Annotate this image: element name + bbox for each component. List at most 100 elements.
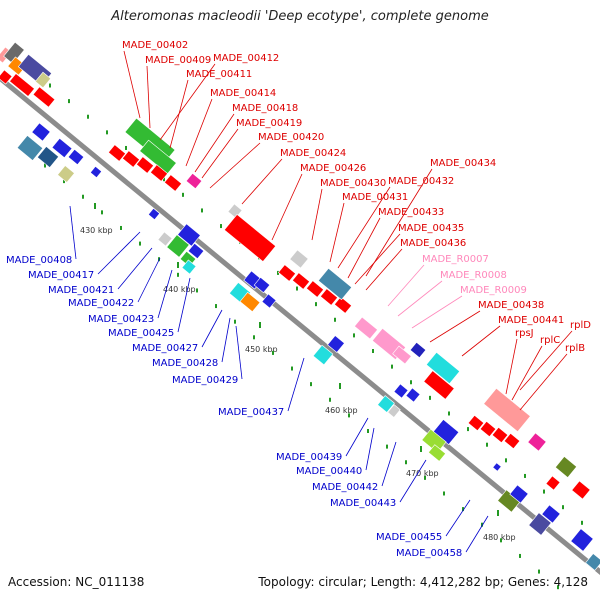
gene-feature (570, 528, 594, 552)
gene-label-made_r0007: MADE_R0007 (422, 254, 489, 265)
gene-label-made_00433: MADE_00433 (378, 207, 444, 218)
track-tick (68, 99, 70, 104)
track-tick (139, 241, 141, 246)
leader-line (241, 158, 283, 205)
track-tick (182, 192, 184, 197)
leader-line (411, 295, 463, 329)
gene-feature (585, 553, 600, 571)
gene-feature (479, 420, 497, 438)
gene-feature (261, 293, 277, 309)
gene-feature (239, 291, 261, 313)
gene-feature (409, 341, 427, 359)
gene-feature (312, 344, 334, 366)
leader-line (365, 248, 403, 291)
kbp-tick (339, 383, 341, 389)
kbp-tick (497, 510, 499, 516)
gene-label-made_00408: MADE_00408 (6, 255, 72, 266)
leader-line (345, 417, 369, 457)
track-tick (524, 473, 526, 478)
gene-feature (421, 428, 447, 454)
leader-line (519, 353, 568, 411)
track-tick (310, 382, 312, 387)
gene-feature (527, 432, 547, 452)
gene-label-rpld: rplD (570, 320, 591, 331)
gene-label-made_00434: MADE_00434 (430, 158, 496, 169)
gene-features (0, 41, 600, 590)
gene-feature (333, 296, 353, 314)
gene-feature (277, 264, 297, 282)
track-tick (372, 349, 374, 354)
figure-title: Alteromonas macleodii 'Deep ecotype', co… (111, 9, 489, 24)
gene-feature (545, 475, 561, 491)
gene-label-made_00414: MADE_00414 (210, 88, 276, 99)
leader-line (287, 357, 305, 412)
track-tick (481, 522, 483, 527)
gene-label-made_00421: MADE_00421 (48, 285, 114, 296)
kbp-tick (94, 203, 96, 209)
gene-feature (317, 267, 353, 301)
gene-label-made_r0009: MADE_R0009 (460, 285, 527, 296)
gene-label-rplb: rplB (565, 343, 585, 354)
gene-label-made_00424: MADE_00424 (280, 148, 346, 159)
gene-feature (289, 249, 309, 269)
kbp-label: 470 kbp (406, 469, 439, 478)
leader-line (329, 202, 345, 263)
kbp-label: 440 kbp (163, 285, 196, 294)
gene-feature (67, 148, 85, 166)
gene-feature (121, 150, 141, 168)
gene-feature (541, 504, 561, 524)
leader-line (159, 63, 216, 141)
leader-line (97, 231, 141, 275)
leader-line (311, 188, 323, 241)
leader-line (365, 168, 433, 277)
gene-feature (177, 223, 201, 247)
leader-line (117, 247, 153, 290)
track-tick (448, 411, 450, 416)
gene-label-made_00435: MADE_00435 (398, 223, 464, 234)
leader-line (354, 233, 401, 285)
track-tick (443, 491, 445, 496)
leader-line (201, 309, 223, 348)
gene-feature (107, 144, 127, 162)
gene-label-made_00428: MADE_00428 (152, 358, 218, 369)
track-tick (44, 163, 46, 168)
gene-feature (492, 462, 502, 472)
gene-feature (305, 280, 325, 298)
kbp-tick (420, 446, 422, 452)
leader-line (387, 264, 425, 307)
track-tick (348, 413, 350, 418)
track-tick (557, 585, 559, 590)
track-tick (538, 569, 540, 574)
track-tick (220, 224, 222, 229)
gene-feature (354, 316, 378, 340)
gene-label-made_00429: MADE_00429 (172, 375, 238, 386)
track-tick (106, 130, 108, 135)
gene-feature (89, 165, 103, 179)
gene-feature (157, 231, 173, 247)
leader-line (519, 330, 573, 391)
gene-feature (503, 432, 521, 450)
kbp-label: 430 kbp (80, 226, 113, 235)
gene-feature (3, 41, 25, 65)
leader-line (465, 515, 489, 553)
gene-feature (16, 135, 44, 161)
gene-feature (491, 426, 509, 444)
leader-line (169, 79, 189, 149)
gene-label-made_00420: MADE_00420 (258, 132, 324, 143)
gene-label-made_00425: MADE_00425 (108, 328, 174, 339)
gene-label-made_00417: MADE_00417 (28, 270, 94, 281)
track-tick (277, 270, 279, 275)
leader-line (429, 310, 481, 343)
gene-feature (483, 387, 531, 433)
gene-label-made_00438: MADE_00438 (478, 300, 544, 311)
gene-feature (427, 444, 447, 462)
track-tick (467, 427, 469, 432)
gene-label-made_00423: MADE_00423 (88, 314, 154, 325)
gene-feature (291, 272, 311, 290)
track-tick (562, 505, 564, 510)
gene-feature (387, 404, 401, 418)
gene-feature (135, 156, 155, 174)
gene-feature (393, 383, 409, 399)
gene-feature (223, 213, 277, 263)
gene-feature (405, 387, 421, 403)
